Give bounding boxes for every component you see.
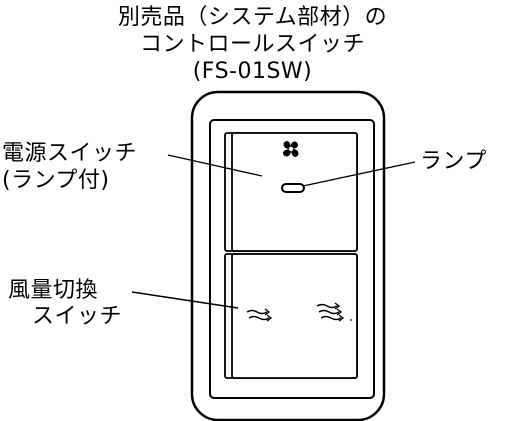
title-line-1: 別売品（システム部材）の bbox=[117, 5, 388, 30]
fan-speed-switch-label-line-2: スイッチ bbox=[32, 304, 123, 329]
fan-speed-leader bbox=[131, 291, 239, 309]
fan-speed-switch bbox=[231, 253, 358, 379]
fan-speed-switch-label-line-1: 風量切換 bbox=[8, 278, 99, 303]
power-switch-label-line-2: (ランプ付) bbox=[2, 168, 110, 193]
power-switch-leader bbox=[167, 154, 263, 177]
fan-icon bbox=[283, 141, 299, 157]
lamp-leader bbox=[302, 161, 416, 187]
lamp-indicator bbox=[281, 183, 305, 193]
airflow-low-icon bbox=[246, 308, 273, 322]
airflow-high-icon bbox=[316, 302, 345, 322]
title-line-3: (FS-01SW) bbox=[192, 59, 313, 84]
power-switch-label-line-1: 電源スイッチ bbox=[2, 141, 138, 166]
lamp-label: ランプ bbox=[420, 149, 487, 174]
title-line-2: コントロールスイッチ bbox=[139, 32, 365, 57]
